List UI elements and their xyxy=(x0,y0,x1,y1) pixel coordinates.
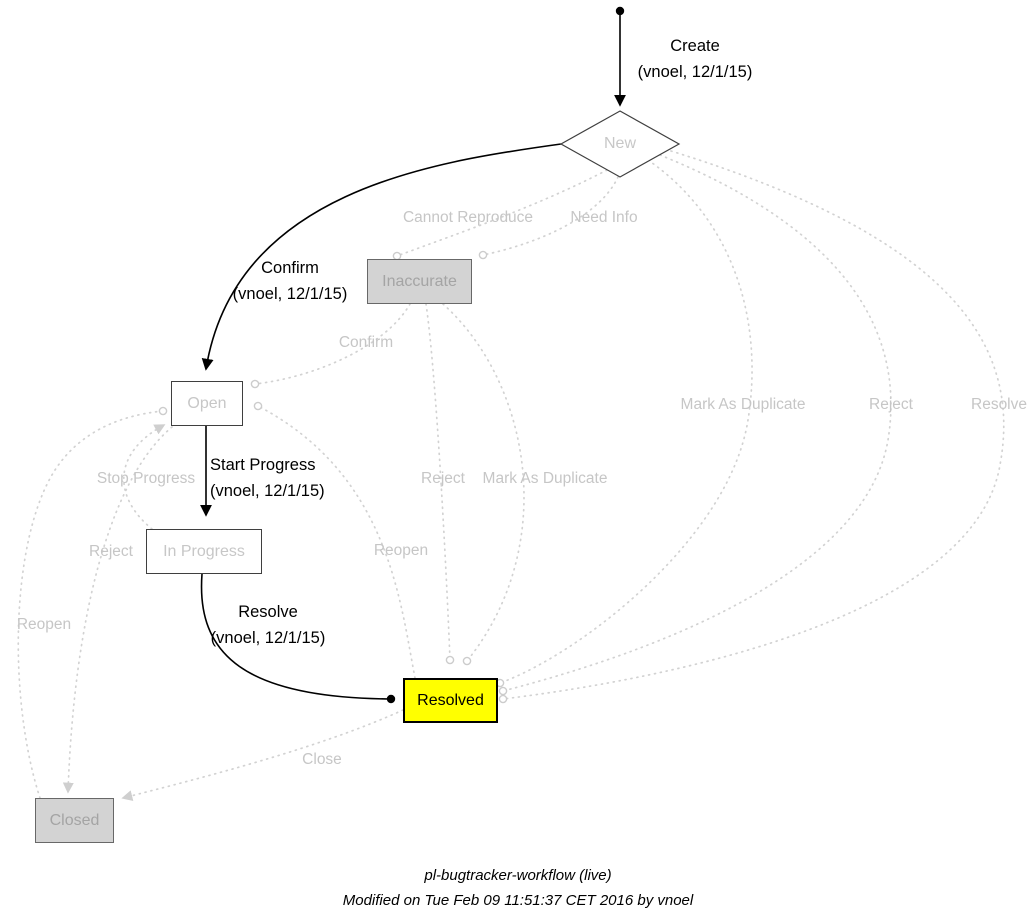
node-inaccurate-label: Inaccurate xyxy=(382,272,457,290)
node-closed: Closed xyxy=(35,798,114,843)
edge-label-resolve-action: Resolve xyxy=(238,603,298,621)
edge-label-cannot-reproduce: Cannot Reproduce xyxy=(402,209,534,226)
edge-mark-as-duplicate-right xyxy=(495,159,753,688)
edge-label-need-info: Need Info xyxy=(570,209,638,226)
edge-label-confirm-annotation: (vnoel, 12/1/15) xyxy=(232,285,348,303)
edge-reopen-mid xyxy=(253,401,416,679)
node-new-shape xyxy=(559,110,681,178)
edge-close xyxy=(121,709,404,802)
node-resolved-label: Resolved xyxy=(417,691,484,709)
edge-cannot-reproduce xyxy=(392,169,608,261)
diagram-title: pl-bugtracker-workflow (live) xyxy=(424,867,612,884)
diagram-modified: Modified on Tue Feb 09 11:51:37 CET 2016… xyxy=(342,892,694,909)
node-new-label: New xyxy=(603,135,637,152)
edge-label-resolve: Resolve (vnoel, 12/1/15) xyxy=(211,599,326,651)
edge-label-reject-left: Reject xyxy=(89,543,133,560)
edge-label-confirm-inactive: Confirm xyxy=(338,334,394,351)
node-open-label: Open xyxy=(187,394,227,412)
edge-label-confirm: Confirm (vnoel, 12/1/15) xyxy=(233,255,348,307)
edge-label-resolve-right: Resolve xyxy=(971,396,1027,413)
edge-confirm xyxy=(201,143,562,371)
node-in-progress: In Progress xyxy=(146,529,262,574)
edge-label-resolve-annotation: (vnoel, 12/1/15) xyxy=(210,629,326,647)
edge-label-start-progress-annotation: (vnoel, 12/1/15) xyxy=(210,482,325,500)
node-open: Open xyxy=(171,381,243,426)
edge-label-reject-right: Reject xyxy=(869,396,913,413)
edge-label-reopen-left: Reopen xyxy=(16,616,72,633)
diagram-caption: pl-bugtracker-workflow (live) Modified o… xyxy=(0,863,1036,913)
node-resolved: Resolved xyxy=(403,678,498,723)
node-closed-label: Closed xyxy=(49,811,100,829)
edge-label-mark-as-duplicate-right: Mark As Duplicate xyxy=(680,396,806,413)
node-inaccurate: Inaccurate xyxy=(367,259,472,304)
edge-label-close: Close xyxy=(302,751,342,768)
edge-label-create: Create (vnoel, 12/1/15) xyxy=(638,33,753,85)
edge-label-stop-progress: Stop Progress xyxy=(96,470,196,487)
edge-label-reject-mid: Reject xyxy=(421,470,465,487)
edge-label-confirm-action: Confirm xyxy=(261,259,319,277)
edge-reject-mid xyxy=(425,303,455,665)
edge-label-start-progress: Start Progress (vnoel, 12/1/15) xyxy=(210,452,325,504)
node-in-progress-label: In Progress xyxy=(163,542,245,560)
edge-resolve xyxy=(200,573,396,704)
edge-label-reopen-mid: Reopen xyxy=(373,542,429,559)
edge-label-mark-as-duplicate-mid: Mark As Duplicate xyxy=(482,470,608,487)
edge-reject-left xyxy=(62,426,173,794)
edge-need-info xyxy=(478,176,619,260)
edge-reject-right xyxy=(498,154,892,696)
edge-mark-as-duplicate-mid xyxy=(442,303,525,666)
edge-reopen-left xyxy=(17,406,168,799)
edge-label-create-action: Create xyxy=(670,37,720,55)
edge-label-start-progress-action: Start Progress xyxy=(210,456,316,474)
edge-confirm-inactive xyxy=(250,303,411,389)
edge-label-create-annotation: (vnoel, 12/1/15) xyxy=(637,63,753,81)
edge-resolve-right xyxy=(498,150,1005,704)
